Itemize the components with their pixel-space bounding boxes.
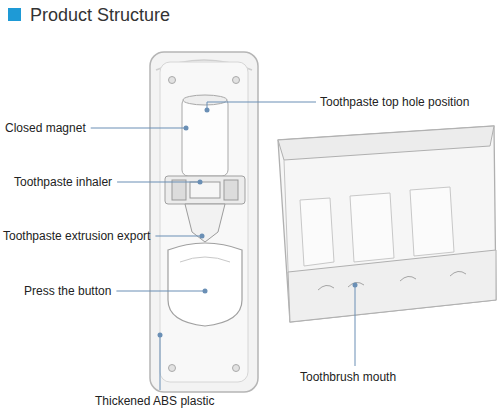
leader-line (160, 335, 161, 390)
leader-line (155, 236, 202, 237)
part-label: Toothpaste top hole position (320, 95, 469, 109)
leader-dot (158, 333, 163, 338)
leader-dot (184, 126, 189, 131)
part-label: Toothbrush mouth (300, 370, 396, 384)
leader-line (117, 182, 200, 183)
leader-dot (353, 283, 358, 288)
leader-line (355, 285, 356, 366)
leader-dot (198, 180, 203, 185)
title: Product Structure (30, 4, 170, 26)
leader-dot (203, 289, 208, 294)
part-label: Thickened ABS plastic (95, 394, 214, 408)
part-label: Press the button (24, 284, 111, 298)
leader-line (116, 291, 205, 292)
leader-dot (205, 108, 210, 113)
title-icon (8, 8, 21, 21)
part-label: Toothpaste extrusion export (3, 229, 150, 243)
leader-line (207, 102, 316, 110)
leader-line (91, 128, 186, 129)
leader-dot (200, 234, 205, 239)
dispenser (150, 52, 258, 392)
part-label: Toothpaste inhaler (14, 175, 112, 189)
toothbrush-holder (278, 126, 496, 322)
part-label: Closed magnet (5, 121, 86, 135)
